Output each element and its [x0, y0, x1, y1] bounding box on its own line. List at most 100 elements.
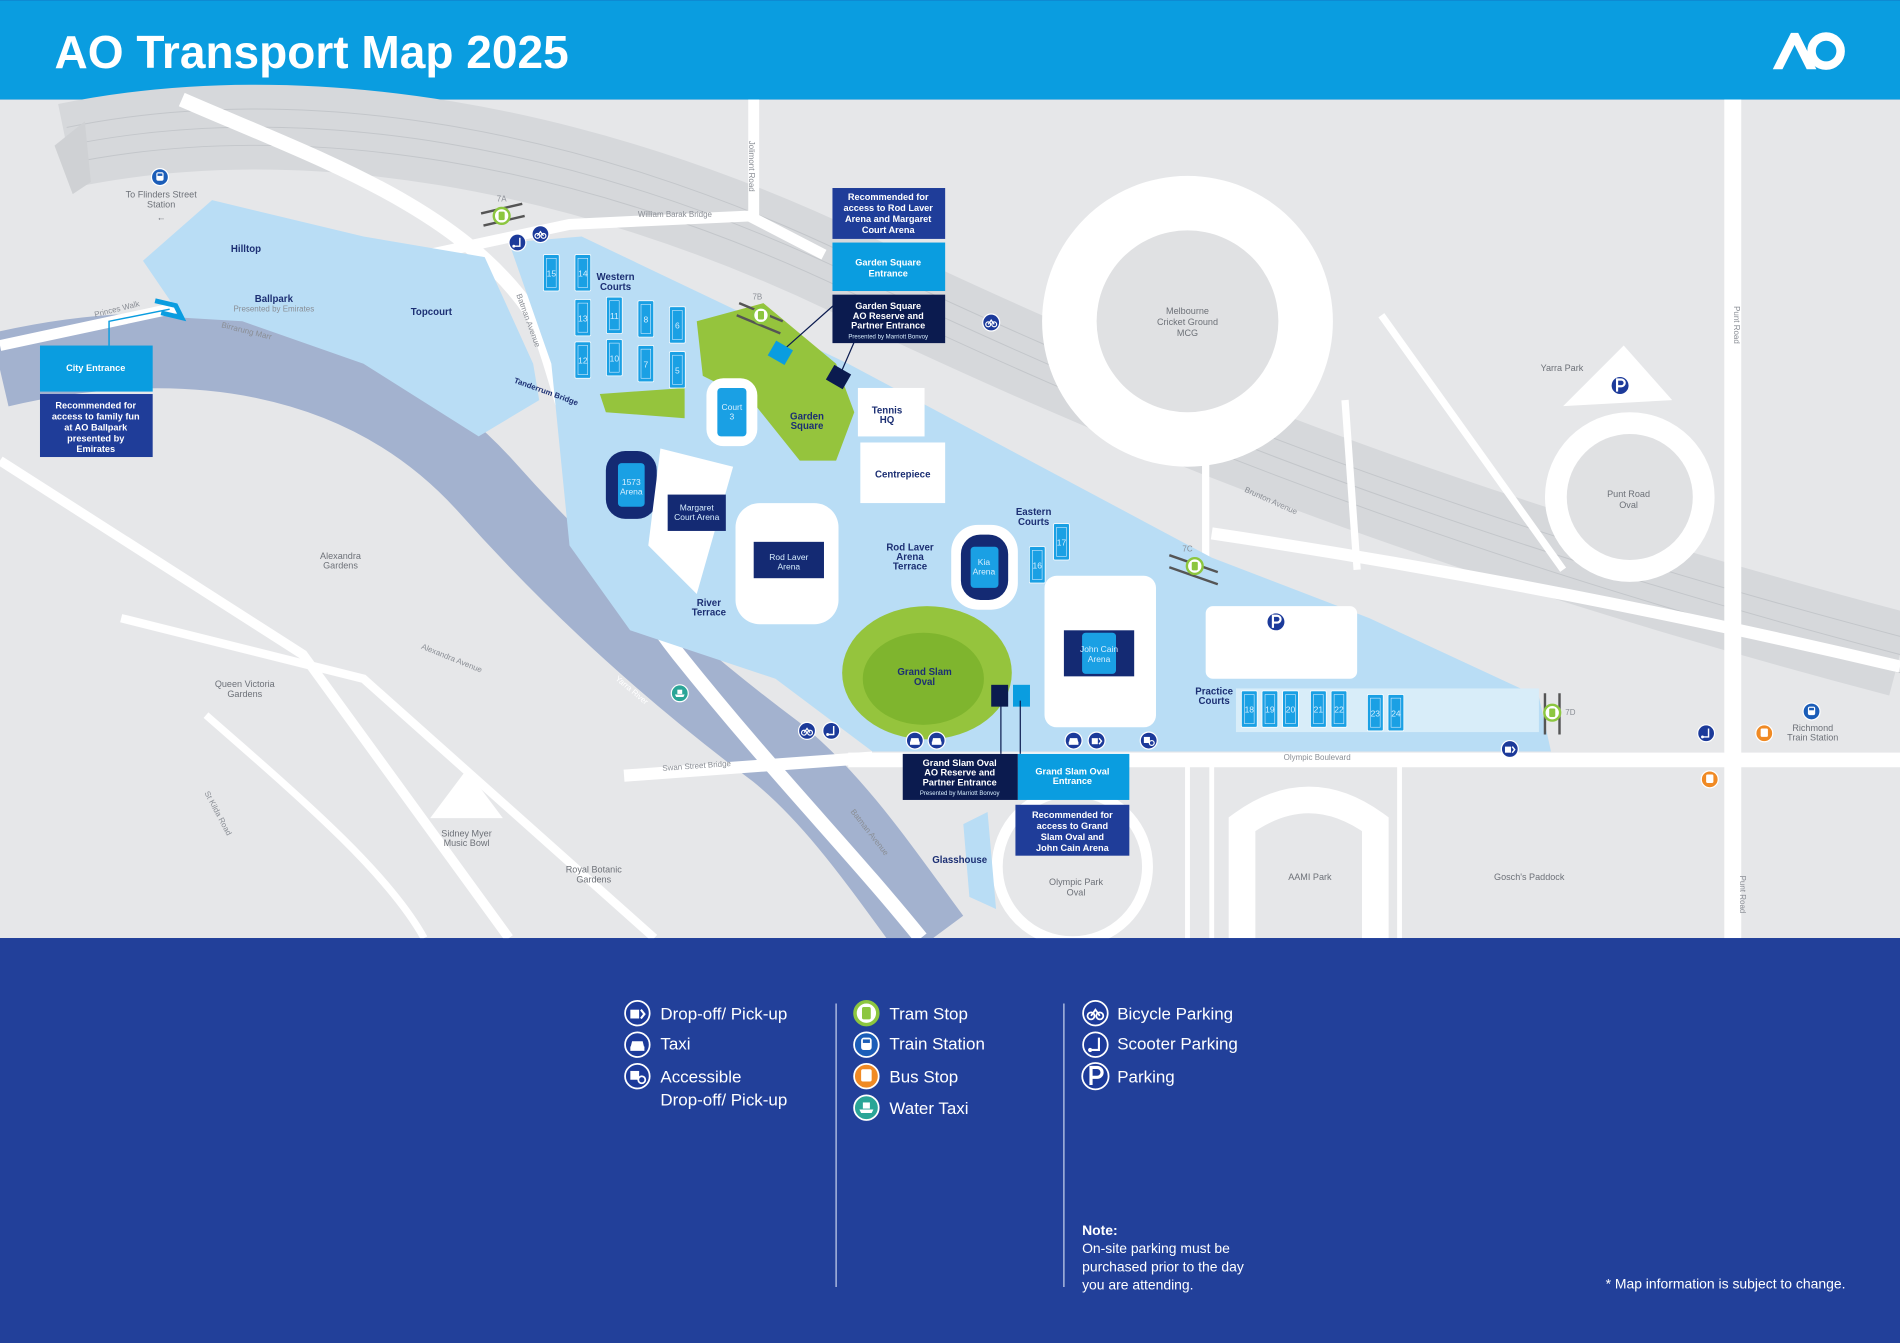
svg-text:23: 23 — [1371, 708, 1381, 718]
scooter-parking-icon[interactable] — [822, 721, 841, 741]
parking-icon[interactable] — [1265, 611, 1287, 632]
svg-text:15: 15 — [547, 268, 557, 278]
tram-stop-7c[interactable]: 7C — [1168, 545, 1219, 586]
svg-text:5: 5 — [675, 365, 680, 375]
page-title: AO Transport Map 2025 — [55, 26, 569, 78]
svg-text:17: 17 — [1057, 537, 1067, 547]
tram-stop-7a[interactable]: 7A — [480, 194, 525, 227]
taxi-icon[interactable] — [905, 731, 924, 750]
svg-text:19: 19 — [1265, 705, 1275, 715]
court-5[interactable]: 5 — [669, 351, 686, 389]
court-18[interactable]: 18 — [1241, 690, 1258, 728]
bicycle-parking-icon[interactable] — [531, 224, 550, 244]
label-goschs-paddock: Gosch's Paddock — [1494, 872, 1565, 882]
court-12[interactable]: 12 — [574, 341, 592, 379]
court-10[interactable]: 10 — [606, 339, 623, 377]
eastern-courts: 17 16 — [1029, 523, 1070, 584]
court-11[interactable]: 11 — [606, 296, 623, 334]
parking-icon[interactable] — [1609, 375, 1631, 396]
court-7[interactable]: 7 — [637, 345, 655, 383]
svg-text:7D: 7D — [1565, 708, 1575, 717]
court-17[interactable]: 17 — [1053, 523, 1070, 561]
court-8[interactable]: 8 — [637, 300, 655, 338]
taxi-icon[interactable] — [1064, 731, 1083, 750]
court-16[interactable]: 16 — [1029, 546, 1046, 584]
svg-text:Bus Stop: Bus Stop — [889, 1067, 958, 1086]
punt-road-oval — [1544, 412, 1715, 582]
court-15[interactable]: 15 — [543, 254, 560, 292]
court-14[interactable]: 14 — [574, 254, 592, 292]
svg-text:7A: 7A — [497, 194, 507, 203]
drop-off-icon[interactable] — [1500, 739, 1520, 759]
water-taxi-icon — [853, 1094, 880, 1121]
tram-icon — [853, 1000, 880, 1027]
legend-panel: Drop-off/ Pick-up Taxi AccessibleDrop-of… — [0, 938, 1900, 1343]
yarra-park — [1563, 345, 1673, 407]
svg-text:13: 13 — [578, 313, 588, 323]
svg-text:12: 12 — [578, 356, 588, 366]
drop-off-icon[interactable] — [1087, 731, 1106, 750]
tram-stops: 7A 7B 7C 7D — [480, 194, 1576, 735]
svg-text:7: 7 — [643, 359, 648, 369]
bus-stop-icon[interactable] — [1700, 770, 1719, 789]
label-centrepiece: Centrepiece — [875, 470, 931, 481]
svg-text:18: 18 — [1245, 705, 1255, 715]
svg-text:Scooter Parking: Scooter Parking — [1117, 1035, 1238, 1054]
svg-text:24: 24 — [1391, 708, 1401, 718]
train-station-icon[interactable] — [150, 168, 170, 187]
parking-icon — [1080, 1061, 1111, 1091]
bicycle-parking-icon[interactable] — [982, 313, 1001, 332]
court-13[interactable]: 13 — [574, 299, 592, 337]
court-24[interactable]: 24 — [1387, 694, 1405, 732]
legend-train: Train Station — [853, 1031, 985, 1058]
svg-text:7B: 7B — [752, 292, 762, 301]
aami-park — [1228, 786, 1389, 939]
bus-icon — [853, 1063, 880, 1090]
tram-stop-7d[interactable]: 7D — [1543, 693, 1576, 735]
scooter-parking-icon[interactable] — [508, 233, 527, 252]
train-station-icon[interactable] — [1802, 702, 1821, 721]
svg-text:20: 20 — [1286, 705, 1296, 715]
svg-text:Drop-off/ Pick-up: Drop-off/ Pick-up — [660, 1090, 787, 1109]
tennis-hq — [857, 387, 925, 437]
taxi-icon[interactable] — [927, 731, 946, 750]
scooter-parking-icon[interactable] — [1696, 724, 1716, 743]
court-20[interactable]: 20 — [1282, 690, 1299, 728]
svg-text:10: 10 — [610, 353, 620, 363]
legend-bus: Bus Stop — [853, 1063, 958, 1090]
legend-taxi: Taxi — [624, 1031, 691, 1058]
accessible-drop-off-icon[interactable] — [1139, 731, 1158, 750]
court-22[interactable]: 22 — [1330, 690, 1348, 728]
svg-text:16: 16 — [1033, 561, 1043, 571]
tram-stop-7b[interactable]: 7B — [736, 292, 784, 335]
court-21[interactable]: 21 — [1310, 690, 1327, 728]
label-hilltop: Hilltop — [231, 244, 261, 255]
court-6[interactable]: 6 — [669, 306, 686, 344]
carpark-building — [1205, 606, 1358, 679]
court-23[interactable]: 23 — [1367, 694, 1384, 732]
taxi-icon — [624, 1031, 651, 1058]
water-taxi-icon[interactable] — [670, 684, 689, 703]
bus-stop-icon[interactable] — [1755, 724, 1774, 743]
court-19[interactable]: 19 — [1261, 690, 1279, 728]
bicycle-parking-icon[interactable] — [797, 721, 817, 740]
